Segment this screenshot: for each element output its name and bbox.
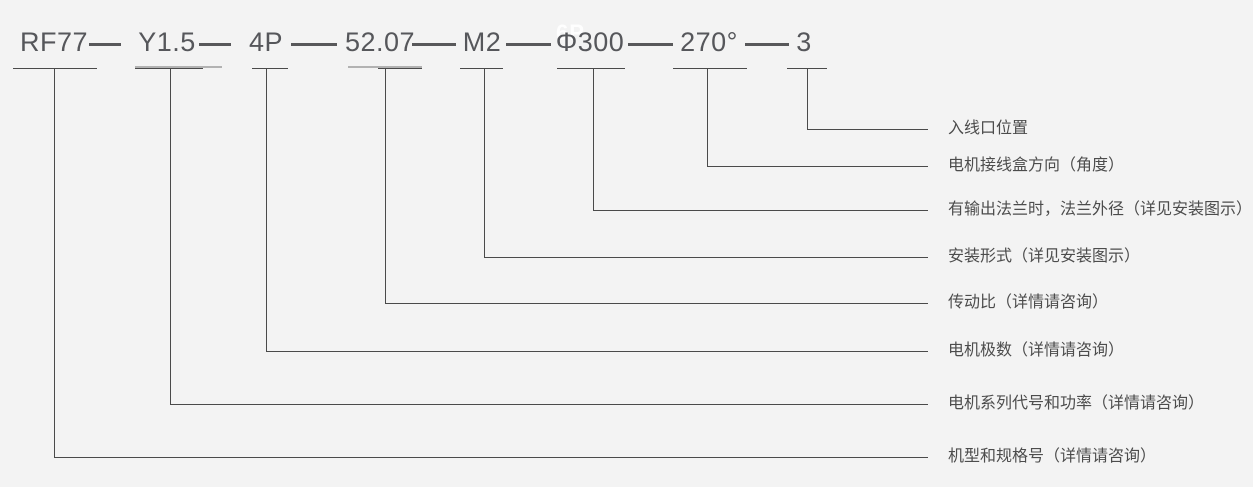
leader-line-vertical-m2 (484, 68, 485, 257)
code-separator-line (745, 43, 789, 46)
code-segment-phi300: Φ300 (555, 27, 625, 57)
code-segment-m2: M2 (462, 27, 502, 57)
leader-line-vertical-52-07 (385, 68, 386, 303)
meaning-label-ratio: 传动比（详情请咨询） (948, 294, 1109, 311)
code-separator-line (199, 43, 231, 46)
meaning-label-junction-box-angle: 电机接线盒方向（角度） (948, 157, 1125, 174)
code-segment-52-07: 52.07 (344, 27, 416, 57)
code-segment-4p: 4P (248, 27, 284, 57)
underline-bracket-m2 (460, 68, 503, 69)
code-separator-line (89, 43, 121, 46)
leader-line-vertical-4p (266, 68, 267, 351)
leader-line-horizontal-rf77 (54, 457, 928, 458)
code-segment-3: 3 (796, 27, 812, 57)
leader-line-horizontal-m2 (484, 257, 928, 258)
code-separator-line (412, 43, 456, 46)
leader-line-horizontal-270deg (707, 166, 928, 167)
code-segment-270deg: 270° (680, 27, 738, 57)
code-separator-line (506, 43, 551, 46)
underline-bracket-phi300 (557, 68, 625, 69)
leader-line-vertical-270deg (707, 68, 708, 166)
code-segment-rf77: RF77 (19, 27, 89, 57)
underline-bracket-y1-5 (135, 68, 203, 69)
leader-line-vertical-y1-5 (170, 68, 171, 404)
underline-bracket-y1-5-light (135, 66, 222, 68)
code-separator-line (628, 43, 673, 46)
leader-line-vertical-phi300 (593, 68, 594, 210)
meaning-label-inlet-position: 入线口位置 (948, 120, 1029, 137)
leader-line-horizontal-phi300 (593, 210, 928, 211)
meaning-label-model-spec: 机型和规格号（详情请咨询） (948, 448, 1157, 465)
underline-bracket-4p (252, 68, 288, 69)
leader-line-horizontal-4p (266, 351, 928, 352)
leader-line-vertical-rf77 (54, 68, 55, 457)
meaning-label-flange-diameter: 有输出法兰时，法兰外径（详见安装图示） (948, 201, 1253, 218)
underline-bracket-52-07 (378, 68, 422, 69)
leader-line-horizontal-y1-5 (170, 404, 928, 405)
leader-line-horizontal-52-07 (385, 303, 928, 304)
leader-line-vertical-3 (807, 68, 808, 129)
watermark-text: 6P (556, 20, 585, 45)
code-segment-y1-5: Y1.5 (138, 27, 196, 57)
meaning-label-mounting-type: 安装形式（详见安装图示） (948, 248, 1141, 265)
meaning-label-motor-series-power: 电机系列代号和功率（详情请咨询） (948, 395, 1205, 412)
underline-bracket-rf77 (13, 68, 97, 69)
leader-line-horizontal-3 (807, 129, 928, 130)
meaning-label-motor-poles: 电机极数（详情请咨询） (948, 342, 1125, 359)
underline-bracket-52-07-light (348, 66, 422, 68)
code-separator-line (291, 43, 337, 46)
underline-bracket-270deg (673, 68, 747, 69)
